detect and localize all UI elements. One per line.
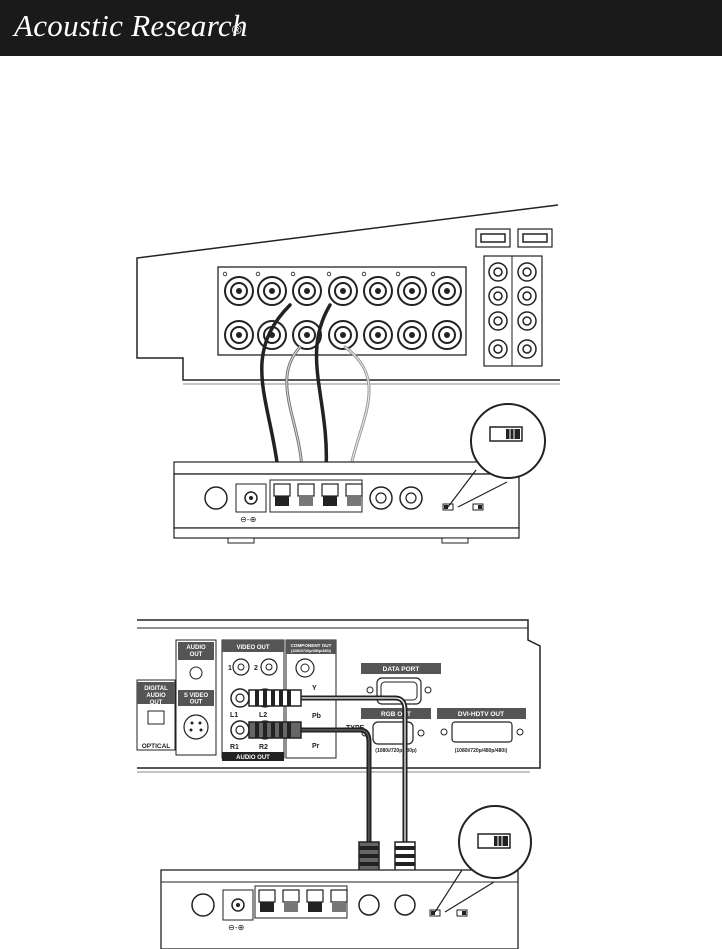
- optical-label: OPTICAL: [142, 743, 171, 750]
- speaker-binding-post: [225, 321, 253, 349]
- speaker-wire-clip: [331, 890, 347, 912]
- y-label: Y: [312, 685, 317, 692]
- s-video-port: [184, 715, 208, 739]
- component-res-label: (1080i/720p/480p/480i): [291, 649, 332, 653]
- video-out-label: VIDEO OUT: [236, 645, 269, 651]
- brand-header-bar: Acoustic Research ®: [0, 0, 722, 56]
- speaker-wire-clip: [346, 484, 362, 506]
- r2-label: R2: [259, 744, 268, 751]
- l1-label: L1: [230, 712, 238, 719]
- speaker-binding-post: [433, 321, 461, 349]
- power-socket: [205, 487, 227, 509]
- receiver-rca-jack: [518, 312, 536, 330]
- pr-label: Pr: [312, 743, 320, 750]
- transmitter-rca-left: [359, 895, 379, 915]
- optical-port: [148, 711, 164, 724]
- video-jack-2-label: 2: [254, 665, 258, 672]
- speaker-binding-post: [433, 277, 461, 305]
- receiver-rca-jack: [489, 312, 507, 330]
- receiver-rca-jack: [489, 263, 507, 281]
- component-out-label: COMPONENT OUT: [291, 643, 332, 648]
- registered-mark: ®: [232, 22, 242, 37]
- speaker-binding-post: [329, 277, 357, 305]
- dvi-hdtv-out-label: DVI-HDTV OUT: [458, 711, 504, 718]
- speaker-binding-post: [398, 321, 426, 349]
- transmitter-top-edge: [174, 462, 519, 474]
- rca-plug-red: [249, 722, 301, 738]
- speaker-wire-clip: [322, 484, 338, 506]
- receiver-rca-jack: [489, 340, 507, 358]
- transmitter-base: [174, 528, 519, 538]
- rgb-res-label: (1080i/720p/480p): [375, 748, 417, 754]
- speaker-binding-post: [329, 321, 357, 349]
- audio-out-coax-jack: [190, 667, 202, 679]
- data-port-label: DATA PORT: [383, 666, 420, 673]
- speaker-wire-clip: [259, 890, 275, 912]
- speaker-binding-post: [398, 277, 426, 305]
- svg-text:⊖-⊕: ⊖-⊕: [240, 515, 256, 524]
- transmitter-rca-right: [395, 895, 415, 915]
- speaker-binding-post: [364, 277, 392, 305]
- speaker-wire-clip: [298, 484, 314, 506]
- brand-logo: Acoustic Research: [14, 8, 248, 44]
- dvi-connector: [452, 722, 512, 742]
- svg-text:⊖-⊕: ⊖-⊕: [228, 923, 244, 932]
- rca-plug-white: [249, 690, 301, 706]
- audio-out-band-label: AUDIO OUT: [236, 755, 270, 761]
- speaker-binding-post: [225, 277, 253, 305]
- dvi-res-label: (1080i/720p/480p/480i): [455, 748, 508, 754]
- speaker-wire-clip: [307, 890, 323, 912]
- speaker-wire-clip: [274, 484, 290, 506]
- r1-label: R1: [230, 744, 239, 751]
- receiver-rca-jack: [518, 340, 536, 358]
- diagram-speaker-connection: ⊖-⊕: [0, 190, 722, 550]
- speaker-binding-post: [258, 277, 286, 305]
- speaker-wire-clip: [283, 890, 299, 912]
- pb-label: Pb: [312, 713, 321, 720]
- receiver-rca-jack: [489, 287, 507, 305]
- receiver-rca-jack: [518, 287, 536, 305]
- speaker-binding-post: [293, 277, 321, 305]
- video-jack-1-label: 1: [228, 665, 232, 672]
- l2-label: L2: [259, 712, 267, 719]
- speaker-binding-post: [364, 321, 392, 349]
- receiver-rca-jack: [518, 263, 536, 281]
